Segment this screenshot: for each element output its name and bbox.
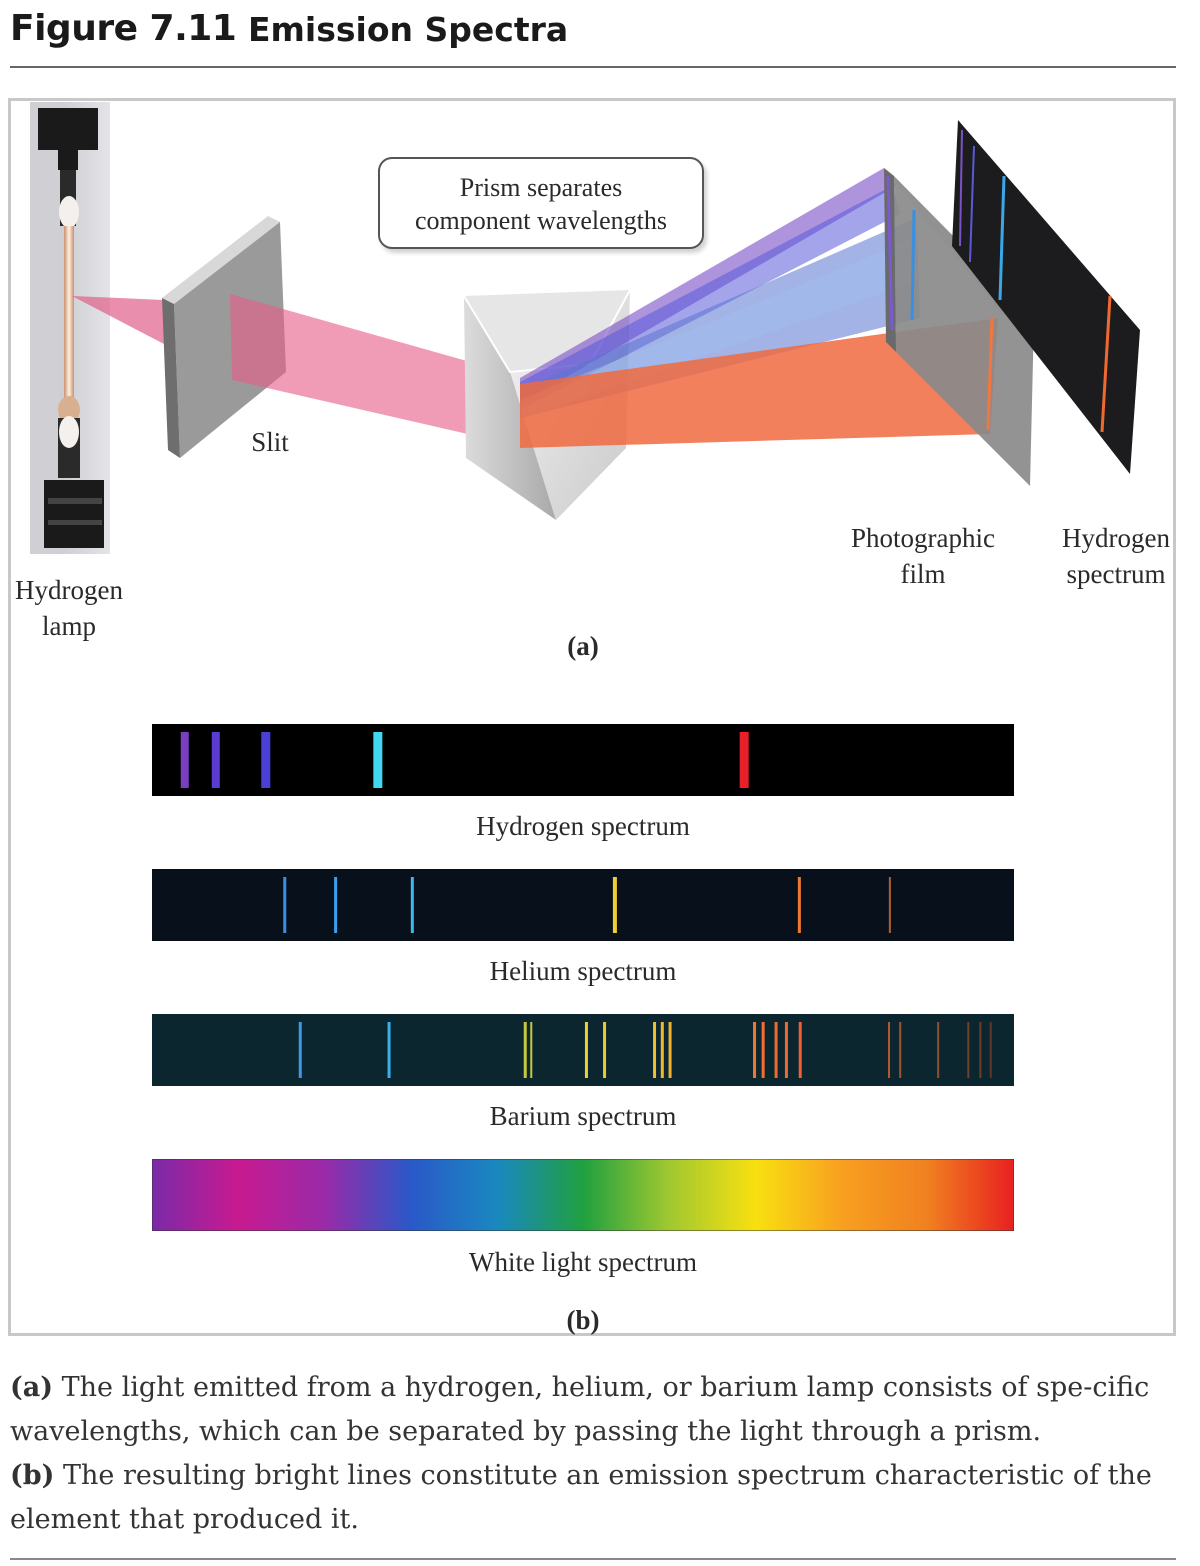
- caption-a-tag: (a): [10, 1372, 54, 1403]
- emission-line: [753, 1022, 757, 1078]
- slit-panel: [162, 216, 286, 458]
- emission-line: [967, 1022, 970, 1078]
- emission-line: [410, 877, 414, 933]
- emission-line: [989, 1022, 992, 1078]
- label-line: lamp: [42, 611, 96, 641]
- label-line: Hydrogen: [15, 575, 123, 605]
- emission-line: [653, 1022, 657, 1078]
- emission-line: [612, 877, 617, 933]
- helium-spectrum-caption: Helium spectrum: [489, 956, 677, 986]
- slit-beam: [230, 294, 520, 446]
- emission-line: [180, 732, 189, 788]
- slit-label: Slit: [251, 427, 289, 457]
- callout-line-2: component wavelengths: [415, 206, 667, 235]
- emission-line: [530, 1022, 533, 1078]
- emission-line: [373, 732, 383, 788]
- emission-line: [523, 1022, 527, 1078]
- spectroscope-illustration: [30, 102, 1140, 554]
- label-line: spectrum: [1066, 559, 1166, 589]
- lamp-beam: [72, 296, 164, 344]
- emission-line: [261, 732, 271, 788]
- photographic-film-label: Photographic film: [838, 520, 1008, 592]
- white-light-spectrum-bar: [152, 1159, 1014, 1231]
- helium-spectrum-bar: [152, 869, 1014, 941]
- spectrum-gradient: [152, 1159, 1014, 1231]
- prism-callout: Prism separates component wavelengths: [378, 157, 704, 249]
- caption-b-tag: (b): [10, 1460, 55, 1491]
- emission-line: [603, 1022, 607, 1078]
- hydrogen-spectrum-panel: [952, 120, 1140, 474]
- emission-line: [739, 732, 749, 788]
- spectrum-background: [152, 724, 1014, 796]
- footer-rule: [10, 1558, 1176, 1560]
- part-b-tag: (b): [566, 1305, 600, 1335]
- emission-line: [888, 1022, 891, 1078]
- emission-line: [979, 1022, 982, 1078]
- emission-line: [888, 877, 891, 933]
- hydrogen-spectrum-label: Hydrogen spectrum: [1052, 520, 1180, 592]
- callout-line-1: Prism separates: [459, 173, 623, 202]
- part-a-tag: (a): [567, 631, 599, 661]
- spectrum-background: [152, 869, 1014, 941]
- emission-line: [937, 1022, 940, 1078]
- hydrogen-lamp-label: Hydrogen lamp: [6, 572, 132, 644]
- emission-line: [298, 1022, 302, 1078]
- caption-a-text: The light emitted from a hydrogen, heliu…: [10, 1372, 1150, 1447]
- emission-line: [283, 877, 287, 933]
- label-line: film: [900, 559, 946, 589]
- emission-line: [211, 732, 220, 788]
- hydrogen-spectrum-caption: Hydrogen spectrum: [476, 811, 690, 841]
- emission-line: [660, 1022, 664, 1078]
- emission-line: [797, 877, 801, 933]
- figure-caption: (a) The light emitted from a hydrogen, h…: [10, 1366, 1180, 1542]
- label-line: Hydrogen: [1062, 523, 1170, 553]
- hydrogen-lamp: [30, 102, 110, 554]
- emission-line: [584, 1022, 588, 1078]
- emission-line: [668, 1022, 672, 1078]
- emission-line: [784, 1022, 788, 1078]
- white-light-spectrum-caption: White light spectrum: [469, 1247, 697, 1277]
- barium-spectrum-bar: [152, 1014, 1014, 1086]
- emission-line: [774, 1022, 778, 1078]
- emission-line: [387, 1022, 391, 1078]
- spectrum-background: [152, 1014, 1014, 1086]
- caption-b-text: The resulting bright lines constitute an…: [10, 1460, 1152, 1535]
- emission-line: [798, 1022, 802, 1078]
- figure-header: Figure 7.11 Emission Spectra: [10, 4, 1178, 64]
- label-line: Photographic: [851, 523, 995, 553]
- barium-spectrum-caption: Barium spectrum: [489, 1101, 677, 1131]
- emission-line: [761, 1022, 765, 1078]
- emission-line: [334, 877, 338, 933]
- dispersed-beams: [520, 168, 998, 448]
- figure-number: Figure 7.11: [10, 8, 237, 49]
- header-rule: [10, 66, 1176, 68]
- figure-title: Emission Spectra: [248, 10, 569, 49]
- hydrogen-spectrum-bar: [152, 724, 1014, 796]
- emission-line: [899, 1022, 902, 1078]
